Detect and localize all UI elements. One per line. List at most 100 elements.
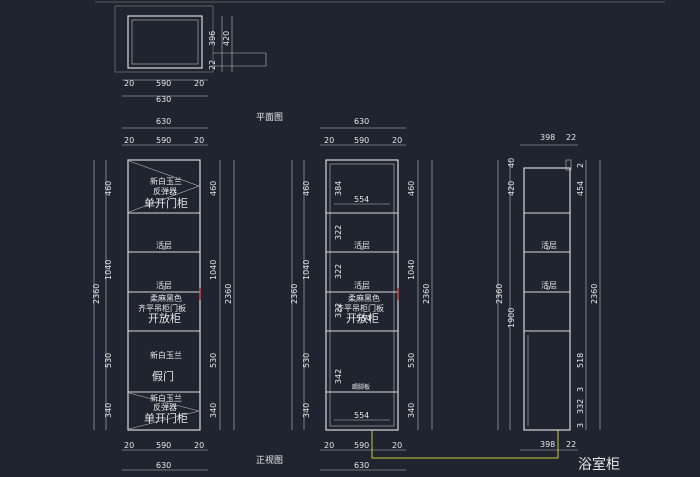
v3-right-3a: 3 xyxy=(576,387,585,392)
v2-in-554a: 554 xyxy=(354,195,369,204)
v1-left-340: 340 xyxy=(104,403,113,418)
plan-dim-20a: 20 xyxy=(124,79,134,88)
v1-top-20b: 20 xyxy=(194,136,204,145)
v1-shelf-1: 活层 xyxy=(156,240,172,250)
v1-mid-color: 柔麻黑色 xyxy=(150,293,182,303)
v2-in-554b: 554 xyxy=(354,411,369,420)
v1-right-2360: 2360 xyxy=(224,284,233,304)
plan-outline xyxy=(127,15,203,69)
v3-shelf-pin-2 xyxy=(546,286,550,290)
v1-top-20a: 20 xyxy=(124,136,134,145)
v2-shelf-pin-2 xyxy=(360,286,364,290)
v2-left-340: 340 xyxy=(302,403,311,418)
plan-inner xyxy=(131,19,199,65)
v2-bot-20b: 20 xyxy=(392,441,402,450)
v2-mid-color: 柔麻黑色 xyxy=(348,293,380,303)
v1-mid-panel: 齐平吊柜门板 xyxy=(138,303,186,313)
v3-shelf-1: 活层 xyxy=(541,240,557,250)
v3-shelf-pin-1 xyxy=(546,246,550,250)
v2-small-label: 踢脚板 xyxy=(352,383,370,391)
v1-right-1040: 1040 xyxy=(209,260,218,280)
v2-left-2360: 2360 xyxy=(290,284,299,304)
front-view-2: 630 20 590 20 384 554 322 322 322 342 55… xyxy=(290,117,433,471)
v1-right-530: 530 xyxy=(209,353,218,368)
v1-shelf-pin-1 xyxy=(162,246,166,250)
v2-top-20b: 20 xyxy=(392,136,402,145)
plan-selection-box xyxy=(114,5,214,73)
plan-dim-630: 630 xyxy=(156,95,171,104)
v2-left-460: 460 xyxy=(302,181,311,196)
v3-top-cap xyxy=(565,159,572,171)
v2-shelf-pin-1 xyxy=(360,246,364,250)
v2-mid-type: 开放柜 xyxy=(346,311,379,325)
v1-left-460: 460 xyxy=(104,181,113,196)
v1-top-hinge: 反弹器 xyxy=(153,186,177,196)
v2-top-20a: 20 xyxy=(324,136,334,145)
front-title: 正视图 xyxy=(256,454,283,466)
v2-in-322a: 322 xyxy=(334,225,343,240)
v3-bot-398: 398 xyxy=(540,440,555,449)
plan-dim-590: 590 xyxy=(156,79,171,88)
plan-view: 396 420 22 20 590 20 630 xyxy=(114,5,267,104)
plan-dim-396: 396 xyxy=(208,31,217,46)
cabinet-name: 浴室柜 xyxy=(578,456,620,473)
v2-in-322b: 322 xyxy=(334,264,343,279)
v1-right-340: 340 xyxy=(209,403,218,418)
v2-inner xyxy=(329,163,395,427)
plan-dim-420: 420 xyxy=(222,31,231,46)
v3-left-40: 40 xyxy=(507,158,516,168)
v1-top-brand: 新白玉兰 xyxy=(150,176,182,186)
v3-top-22: 22 xyxy=(566,133,576,142)
front-view-1: 630 20 590 20 新白玉兰 反弹器 单开门柜 活层 活层 柔麻黑色 齐… xyxy=(92,117,235,471)
v1-low-type: 假门 xyxy=(152,369,174,383)
v3-right-2360: 2360 xyxy=(590,284,599,304)
v2-in-342: 342 xyxy=(334,369,343,384)
v2-shelf-2: 活层 xyxy=(354,280,370,290)
v2-left-530: 530 xyxy=(302,353,311,368)
v2-right-2360: 2360 xyxy=(422,284,431,304)
v1-left-530: 530 xyxy=(104,353,113,368)
v2-bot-630: 630 xyxy=(354,461,369,470)
v1-base-hinge: 反弹器 xyxy=(153,402,177,412)
v2-bot-590: 590 xyxy=(354,441,369,450)
v1-right-460: 460 xyxy=(209,181,218,196)
v1-shelf-pin-2 xyxy=(162,286,166,290)
v1-bot-20a: 20 xyxy=(124,441,134,450)
v3-right-332: 332 xyxy=(576,399,585,414)
v2-shelf-1: 活层 xyxy=(354,240,370,250)
v1-left-1040: 1040 xyxy=(104,260,113,280)
v1-bot-590: 590 xyxy=(156,441,171,450)
v3-top-398: 398 xyxy=(540,133,555,142)
v3-left-2360: 2360 xyxy=(495,284,504,304)
v3-bot-22: 22 xyxy=(566,440,576,449)
v2-left-1040: 1040 xyxy=(302,260,311,280)
plan-dim-22: 22 xyxy=(208,60,217,70)
v1-mid-type: 开放柜 xyxy=(148,311,181,325)
side-view: 398 22 活层 活层 40 420 1900 2360 2 454 518 … xyxy=(495,133,601,451)
v3-shelf-2: 活层 xyxy=(541,280,557,290)
v2-right-460: 460 xyxy=(407,181,416,196)
v1-top-590: 590 xyxy=(156,136,171,145)
v3-outline xyxy=(523,167,571,431)
v1-top-type: 单开门柜 xyxy=(144,196,188,210)
v2-right-340: 340 xyxy=(407,403,416,418)
v1-door-swing-bottom xyxy=(128,392,200,430)
v1-top-630: 630 xyxy=(156,117,171,126)
leader-line xyxy=(371,430,559,459)
v3-right-518: 518 xyxy=(576,353,585,368)
v2-top-590: 590 xyxy=(354,136,369,145)
v3-right-2: 2 xyxy=(576,163,585,168)
v1-base-type: 单开门柜 xyxy=(144,411,188,425)
v2-in-554c: 554 xyxy=(356,314,371,323)
v3-right-454: 454 xyxy=(576,181,585,196)
v3-right-3b: 3 xyxy=(576,423,585,428)
v1-bot-630: 630 xyxy=(156,461,171,470)
v1-low-brand: 新白玉兰 xyxy=(150,350,182,360)
v3-left-420: 420 xyxy=(507,181,516,196)
v1-door-swing-top xyxy=(128,160,200,213)
plan-title: 平面图 xyxy=(256,112,283,123)
v1-base-brand: 新白玉兰 xyxy=(150,393,182,403)
v2-right-530: 530 xyxy=(407,353,416,368)
v2-in-322c: 322 xyxy=(334,303,343,318)
